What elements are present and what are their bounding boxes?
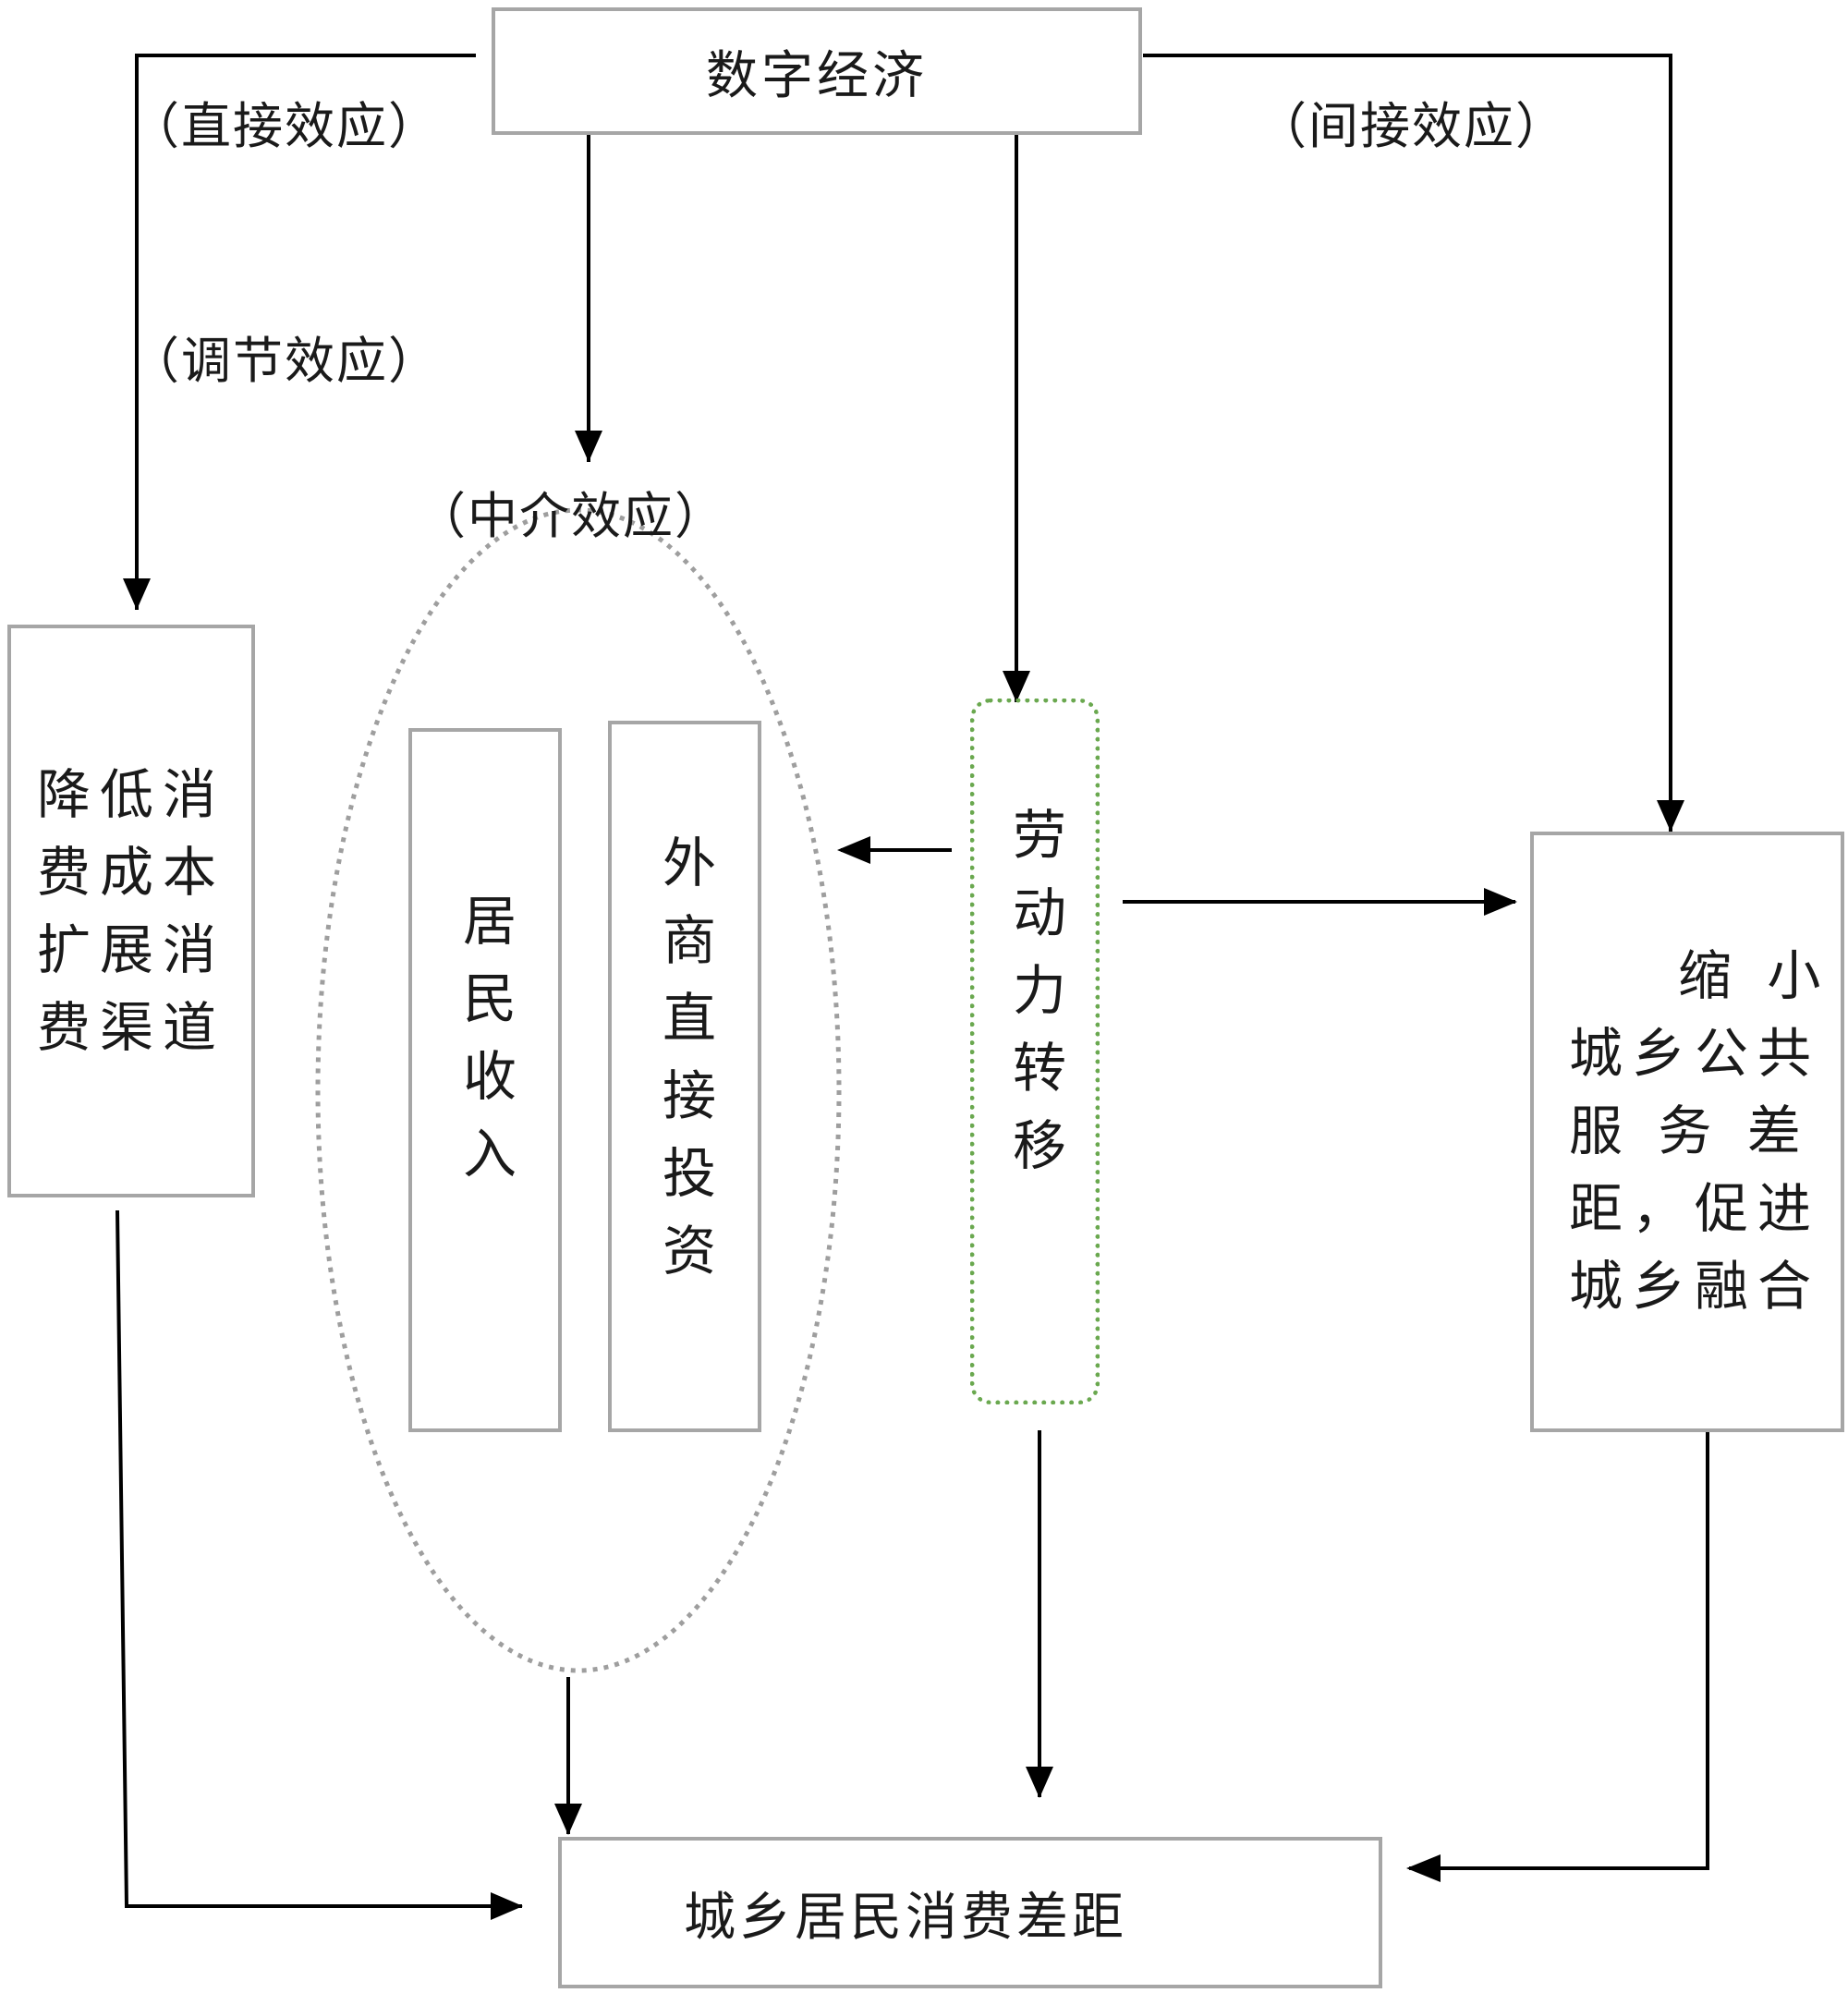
edge-indirect-right-top [1143,54,1672,832]
node-digital-economy-label: 数字经济 [706,45,928,106]
arrowhead-reduce-cost-to-gap [491,1892,523,1920]
node-reduce-cost-line-3: 扩展消 [36,918,225,981]
arrowhead-public-service-to-gap [1406,1854,1441,1882]
arrowhead-labor-to-gap [1026,1767,1053,1798]
node-consumption-gap-label: 城乡居民消费差距 [684,1887,1127,1948]
node-public-service-line-5: 城乡融合 [1569,1255,1821,1318]
label-moderating-effect: （调节效应） [129,332,440,390]
arrowhead-to-public-service [1657,800,1684,832]
node-labor-transfer-label: 劳动力转移 [1003,807,1066,1195]
edge-direct-left-top [135,54,476,610]
node-digital-economy: 数字经济 [492,7,1142,135]
node-reduce-cost: 降低消 费成本 扩展消 费渠道 [7,625,255,1197]
mediation-ellipse [315,507,842,1673]
edge-public-service-to-gap [1409,1430,1709,1870]
arrowhead-mediation-to-gap [554,1804,582,1835]
arrowhead-labor-to-public-service [1484,888,1517,916]
node-labor-transfer: 劳动力转移 [970,699,1100,1404]
arrowhead-to-mediation [575,431,602,462]
node-resident-income-label: 居民收入 [454,893,517,1203]
node-reduce-cost-line-1: 降低消 [36,763,225,826]
node-reduce-cost-line-4: 费渠道 [36,996,225,1059]
label-direct-effect: （直接效应） [129,97,440,155]
node-reduce-cost-line-2: 费成本 [36,841,225,904]
node-consumption-gap: 城乡居民消费差距 [558,1837,1382,1988]
arrowhead-to-reduce-cost [123,578,151,610]
node-fdi: 外商直接投资 [608,721,761,1432]
node-public-service: 缩 小 城乡公共 服 务 差 距，促进 城乡融合 [1530,832,1844,1432]
node-public-service-line-2: 城乡公共 [1569,1022,1821,1085]
arrowhead-labor-to-mediation [837,836,870,864]
label-mediating-effect: （中介效应） [416,487,726,545]
node-public-service-line-1: 缩 小 [1678,944,1830,1007]
node-public-service-line-4: 距，促进 [1569,1177,1821,1240]
node-fdi-label: 外商直接投资 [653,834,716,1300]
label-indirect-effect: （间接效应） [1257,97,1567,155]
arrowhead-to-labor-transfer [1003,671,1030,702]
node-resident-income: 居民收入 [408,728,562,1432]
node-public-service-line-3: 服 务 差 [1569,1100,1810,1162]
edge-reduce-cost-to-gap [116,1209,522,1908]
